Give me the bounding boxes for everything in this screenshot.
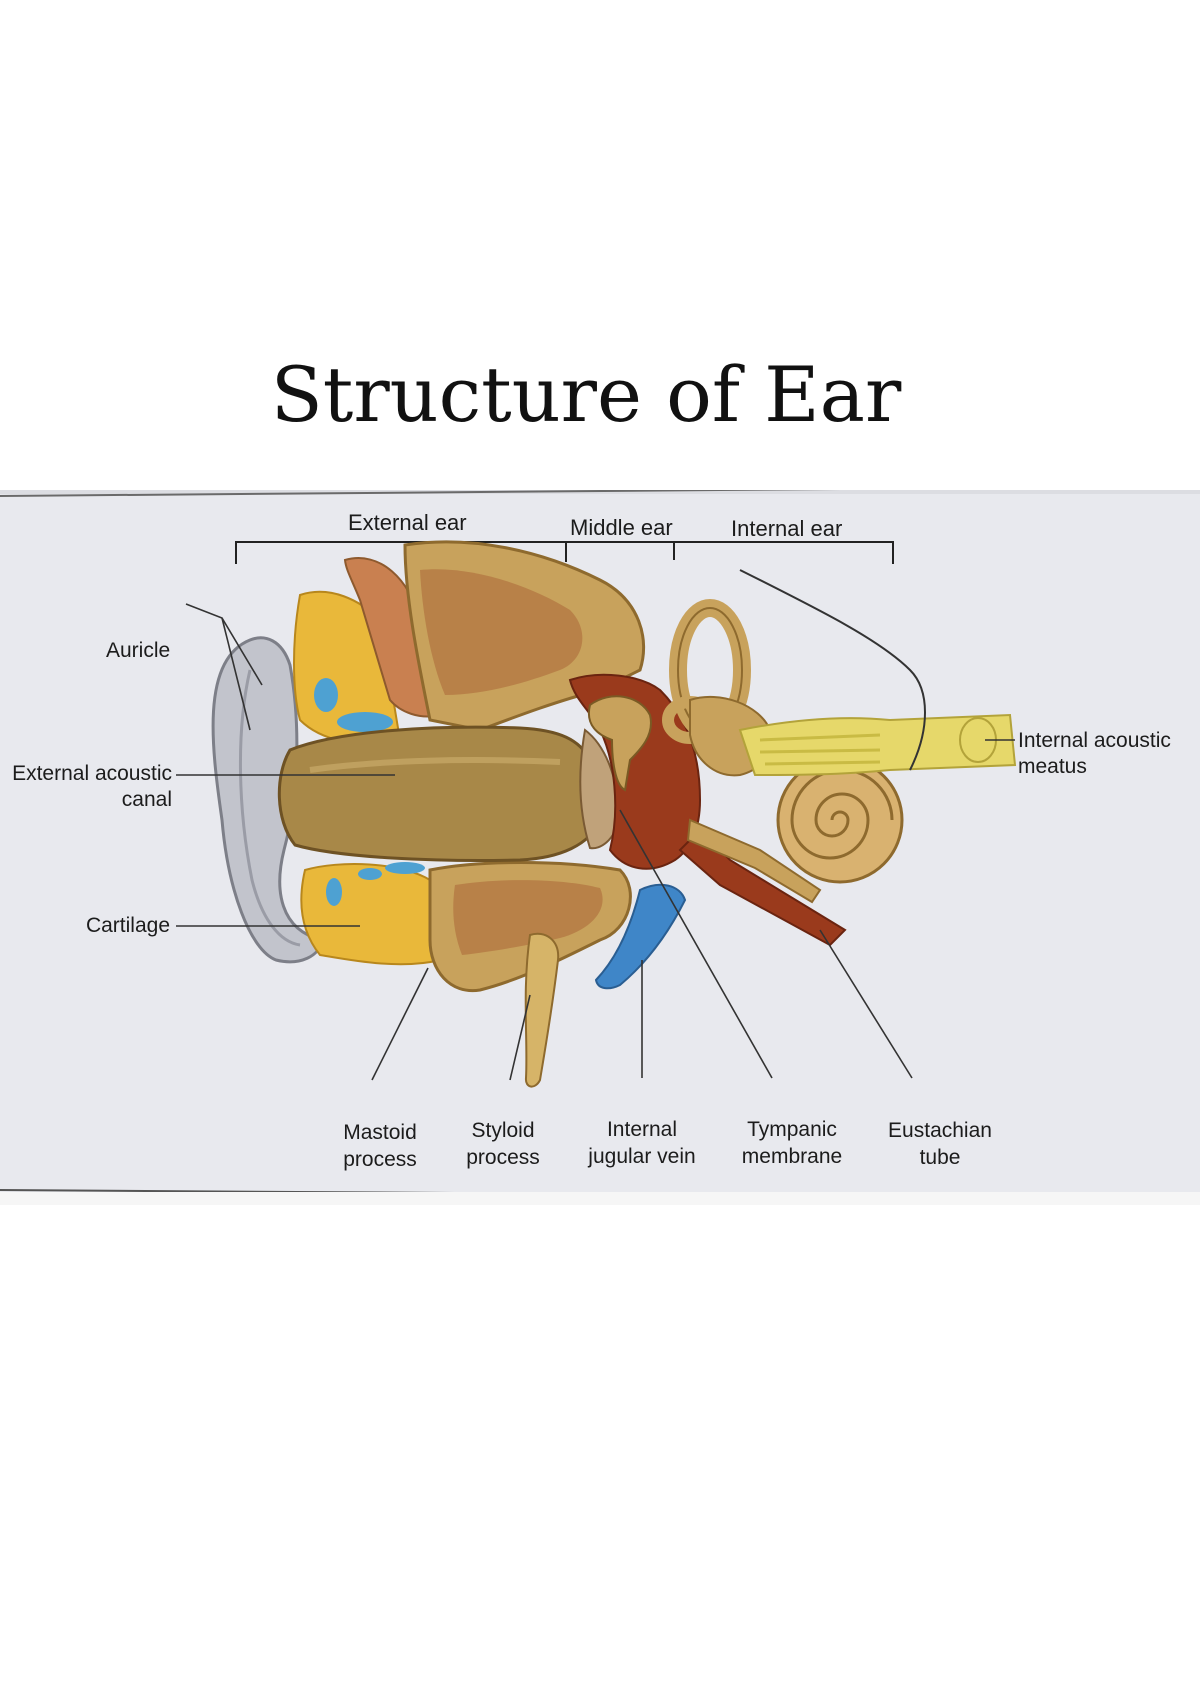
- leader-tympanic: [619, 809, 773, 1079]
- label-styloid-line2: process: [466, 1146, 540, 1169]
- label-tympanic-line2: membrane: [741, 1145, 843, 1168]
- label-mastoid-line2: process: [343, 1148, 417, 1171]
- leader-mastoid: [371, 967, 429, 1081]
- paper-top-edge: [0, 490, 841, 497]
- nerve-fibers: [759, 733, 881, 766]
- leader-eustachian: [819, 929, 913, 1079]
- shadow-bottom: [0, 1192, 1200, 1205]
- label-internal-acoustic-meatus-line1: Internal acoustic: [1018, 729, 1171, 752]
- label-internal-acoustic-meatus-line2: meatus: [1018, 755, 1087, 778]
- label-jugular-line1: Internal: [606, 1118, 678, 1141]
- page-title: Structure of Ear: [270, 350, 902, 439]
- temporal-bone-spongy-lower: [453, 880, 603, 955]
- external-acoustic-canal: [277, 725, 602, 862]
- label-eustachian-line1: Eustachian: [888, 1119, 992, 1142]
- skull-curve: [739, 569, 926, 771]
- label-middle-ear: Middle ear: [570, 515, 673, 540]
- internal-jugular-vein: [594, 883, 687, 990]
- auricle-fold: [238, 669, 301, 947]
- label-tympanic-line1: Tympanic: [747, 1118, 837, 1141]
- label-external-acoustic-canal-line2: canal: [121, 788, 172, 811]
- ear-diagram: [0, 490, 1200, 1205]
- label-external-acoustic-canal-line1: External acoustic: [12, 762, 172, 785]
- blue-tissue-1: [314, 678, 338, 712]
- styloid-process: [524, 932, 560, 1088]
- bracket-internal-ear: [674, 541, 894, 564]
- tympanic-membrane: [579, 728, 620, 850]
- canal-highlight: [309, 757, 561, 773]
- label-cartilage: Cartilage: [85, 914, 170, 937]
- blue-tissue-5: [326, 878, 342, 906]
- leader-auricle-2: [221, 617, 251, 731]
- blue-tissue-3: [358, 868, 382, 880]
- label-auricle: Auricle: [106, 639, 171, 662]
- blue-tissue-2: [337, 712, 393, 732]
- label-mastoid-line1: Mastoid: [343, 1121, 417, 1144]
- muscle-band: [343, 557, 442, 718]
- leader-styloid: [509, 994, 531, 1081]
- label-jugular-line2: jugular vein: [588, 1145, 696, 1168]
- label-external-ear: External ear: [348, 510, 467, 535]
- temporal-bone-spongy-upper: [420, 569, 583, 695]
- eustachian-bone: [686, 818, 822, 904]
- ear-diagram-photo: External ear Middle ear Internal ear Aur…: [0, 490, 1200, 1205]
- label-eustachian-line2: tube: [919, 1146, 961, 1169]
- cochlea-outer: [776, 756, 904, 884]
- label-internal-ear: Internal ear: [731, 516, 843, 541]
- blue-tissue-4: [385, 862, 425, 874]
- label-styloid-line1: Styloid: [471, 1119, 535, 1142]
- ossicles: [587, 695, 652, 792]
- bracket-external-ear: [235, 541, 567, 564]
